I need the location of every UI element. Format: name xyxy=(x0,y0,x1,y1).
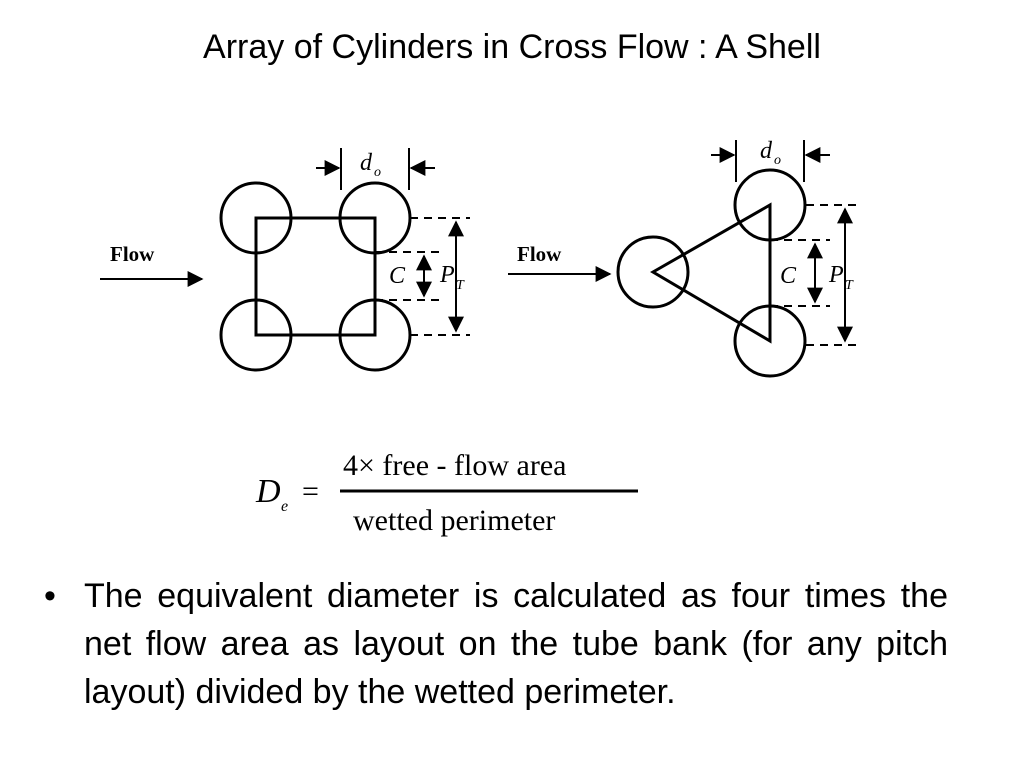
square-pitch-subscript: T xyxy=(456,278,465,293)
slide-title: Array of Cylinders in Cross Flow : A She… xyxy=(203,28,821,66)
square-pitch-label: P xyxy=(439,262,455,288)
triangular-pitch-outline xyxy=(650,202,772,344)
bullet-item: • The equivalent diameter is calculated … xyxy=(38,572,948,716)
triangular-diameter-subscript: o xyxy=(774,153,781,168)
tube-layout-figure: Flow d o C P T xyxy=(100,138,860,378)
triangular-clearance-dimension: C xyxy=(780,242,823,304)
triangular-pitch-dimension: P T xyxy=(828,207,854,343)
triangular-pitch-diagram: Flow d o C P T xyxy=(508,138,860,378)
triangular-flow-label: Flow xyxy=(517,242,562,266)
square-diameter-dimension: d o xyxy=(316,148,435,190)
square-flow-label: Flow xyxy=(110,242,155,266)
equation-equals: = xyxy=(302,475,319,508)
equation-lhs-symbol: D xyxy=(255,473,281,510)
triangular-pitch-label: P xyxy=(828,262,844,288)
bullet-text: The equivalent diameter is calculated as… xyxy=(84,577,948,711)
square-clearance-dimension: C xyxy=(389,254,432,298)
equation-lhs-subscript: e xyxy=(281,498,288,515)
square-diameter-subscript: o xyxy=(374,165,381,180)
tube-left xyxy=(616,235,690,309)
triangular-clearance-label: C xyxy=(780,263,797,289)
square-pitch-dimension: P T xyxy=(439,220,465,333)
square-pitch-outline xyxy=(254,216,377,337)
square-clearance-label: C xyxy=(389,263,406,289)
bullet-marker: • xyxy=(44,577,56,615)
triangular-pitch-subscript: T xyxy=(845,278,854,293)
triangular-diameter-label: d xyxy=(760,138,773,164)
triangular-diameter-dimension: d o xyxy=(711,138,830,182)
square-diameter-label: d xyxy=(360,150,373,176)
equation-numerator: 4× free - flow area xyxy=(343,449,566,482)
square-pitch-diagram: Flow d o C P T xyxy=(100,148,470,372)
equivalent-diameter-equation: D e = 4× free - flow area wetted perimet… xyxy=(255,449,638,537)
equation-denominator: wetted perimeter xyxy=(353,504,555,537)
